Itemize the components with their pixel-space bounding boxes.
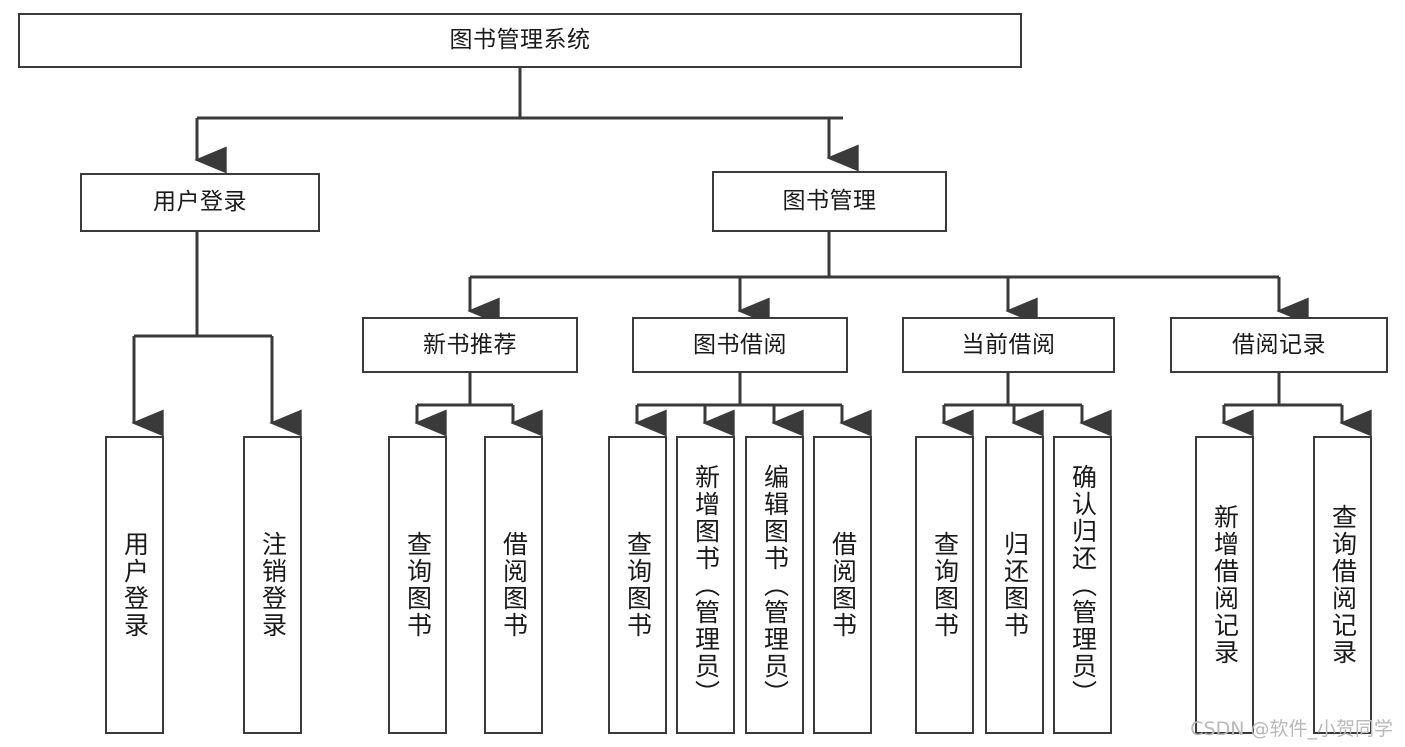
node-label: 确认归还（管理员） xyxy=(1068,463,1098,707)
node-label: 归还图书 xyxy=(1000,531,1030,639)
node-label: 图书管理系统 xyxy=(449,27,591,54)
node-label: 新增借阅记录 xyxy=(1210,504,1240,666)
node-label: 借阅记录 xyxy=(1232,331,1326,358)
watermark-text: CSDN @软件_小贺同学 xyxy=(1190,718,1393,740)
node-label: 查询图书 xyxy=(930,531,960,639)
node-label: 编辑图书（管理员） xyxy=(760,463,790,707)
node-label: 图书借阅 xyxy=(693,331,787,358)
node-label: 新增图书（管理员） xyxy=(691,463,721,707)
node-leaf-confirm-return[interactable]: 确认归还（管理员） xyxy=(1053,436,1112,734)
node-leaf-borrow-book-1[interactable]: 借阅图书 xyxy=(484,436,543,734)
node-leaf-query-book-1[interactable]: 查询图书 xyxy=(388,436,447,734)
node-leaf-query-record[interactable]: 查询借阅记录 xyxy=(1313,436,1372,734)
node-label: 注销登录 xyxy=(258,531,288,639)
node-book-borrow[interactable]: 图书借阅 xyxy=(632,317,848,373)
node-book-manage[interactable]: 图书管理 xyxy=(712,171,947,232)
node-leaf-borrow-book-2[interactable]: 借阅图书 xyxy=(813,436,872,734)
node-label: 用户登录 xyxy=(120,531,150,639)
node-leaf-logout-login[interactable]: 注销登录 xyxy=(243,436,302,734)
node-leaf-add-record[interactable]: 新增借阅记录 xyxy=(1195,436,1254,734)
node-label: 用户登录 xyxy=(153,189,247,216)
node-borrow-record[interactable]: 借阅记录 xyxy=(1170,317,1388,373)
node-label: 查询图书 xyxy=(403,531,433,639)
node-leaf-user-login[interactable]: 用户登录 xyxy=(105,436,164,734)
node-label: 当前借阅 xyxy=(961,331,1056,358)
node-label: 图书管理 xyxy=(782,188,877,215)
node-current-borrow[interactable]: 当前借阅 xyxy=(902,317,1115,373)
node-leaf-query-book-3[interactable]: 查询图书 xyxy=(915,436,974,734)
node-leaf-edit-book[interactable]: 编辑图书（管理员） xyxy=(745,436,804,734)
node-new-book-recommend[interactable]: 新书推荐 xyxy=(362,317,578,373)
node-label: 新书推荐 xyxy=(423,331,517,358)
node-user-login[interactable]: 用户登录 xyxy=(80,173,320,232)
node-leaf-add-book[interactable]: 新增图书（管理员） xyxy=(676,436,735,734)
node-label: 查询借阅记录 xyxy=(1328,504,1358,666)
node-leaf-query-book-2[interactable]: 查询图书 xyxy=(608,436,667,734)
node-label: 查询图书 xyxy=(623,531,653,639)
node-label: 借阅图书 xyxy=(828,531,858,639)
node-leaf-return-book[interactable]: 归还图书 xyxy=(985,436,1044,734)
node-label: 借阅图书 xyxy=(499,531,529,639)
node-root-system[interactable]: 图书管理系统 xyxy=(18,13,1022,68)
